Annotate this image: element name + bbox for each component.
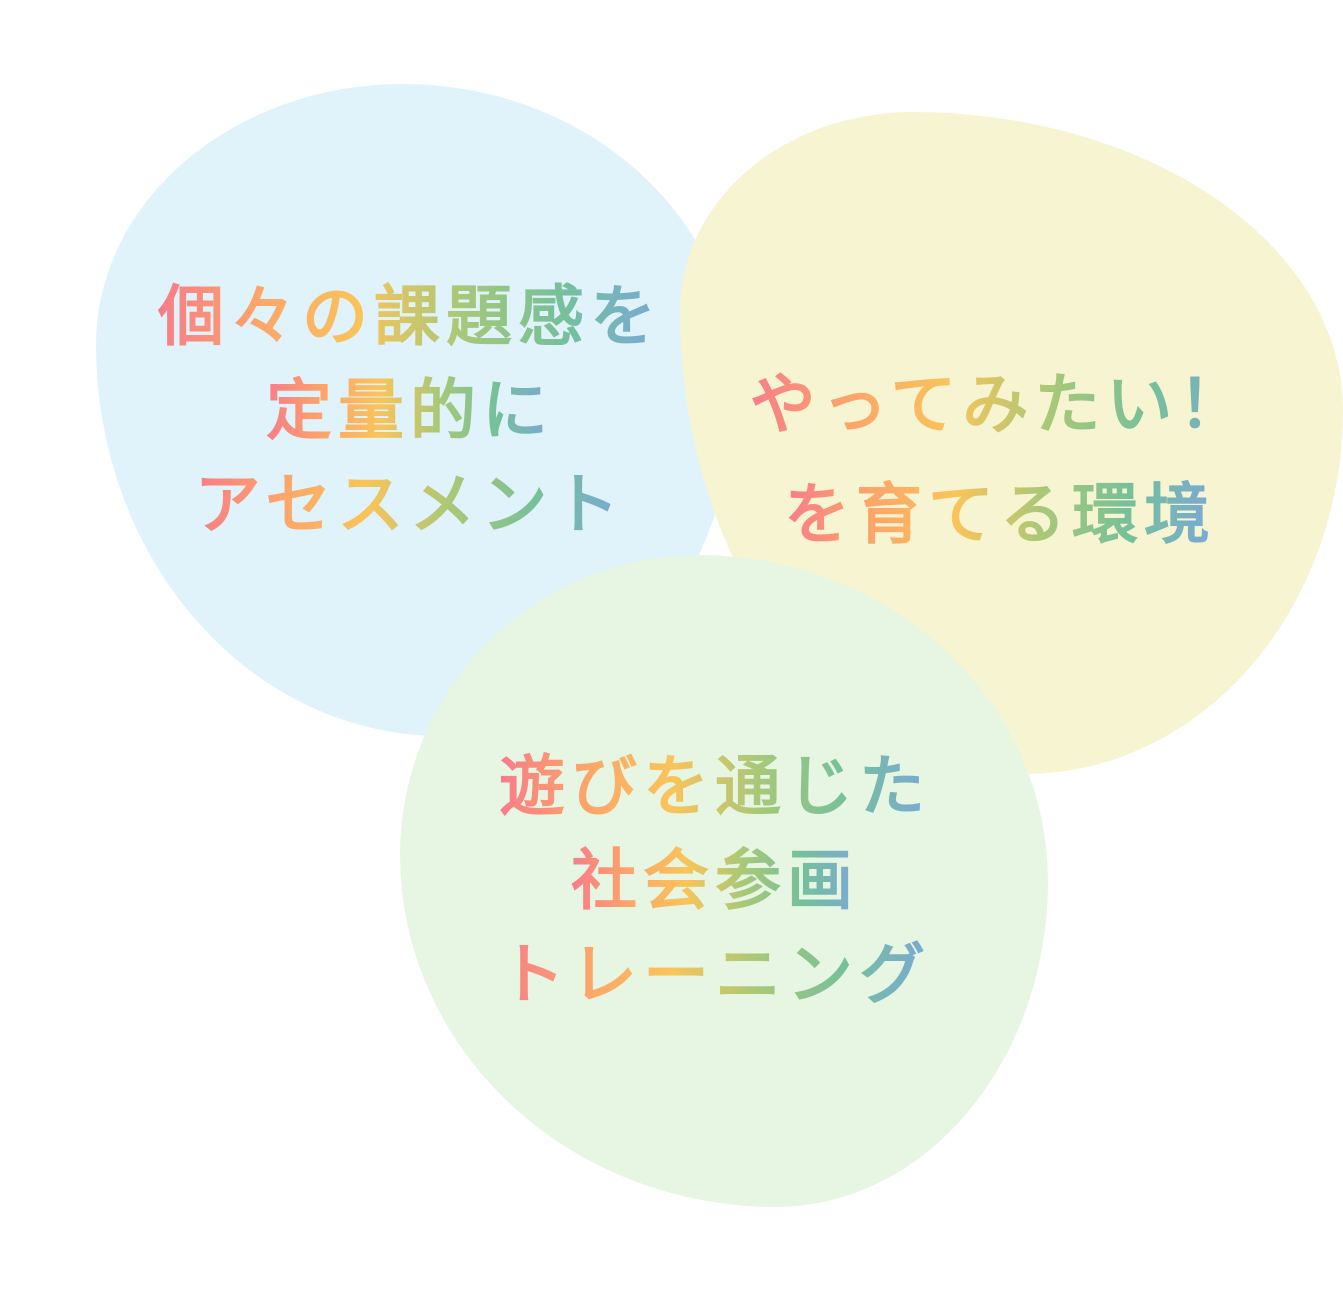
- assessment-line-3: アセスメント: [195, 458, 626, 552]
- environment-line-1: やってみたい！: [750, 350, 1251, 460]
- environment-text: やってみたい！ を育てる環境: [730, 350, 1270, 570]
- environment-line-2: を育てる環境: [784, 460, 1216, 570]
- assessment-text: 個々の課題感を 定量的に アセスメント: [130, 270, 690, 552]
- training-text: 遊びを通じた 社会参画 トレーニング: [470, 740, 960, 1022]
- assessment-line-2: 定量的に: [266, 364, 554, 458]
- blob-training: [400, 555, 1048, 1207]
- assessment-line-1: 個々の課題感を: [158, 270, 662, 364]
- training-line-2: 社会参画: [571, 834, 859, 928]
- training-line-3: トレーニング: [499, 928, 931, 1022]
- training-line-1: 遊びを通じた: [499, 740, 931, 834]
